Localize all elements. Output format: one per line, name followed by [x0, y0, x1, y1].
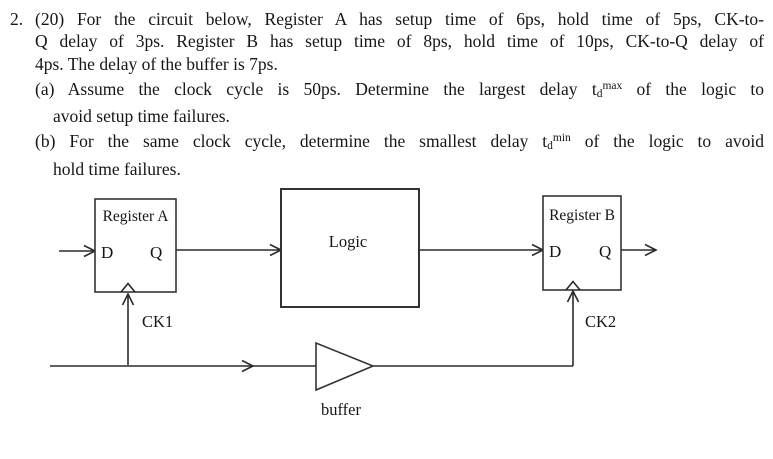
item-b-line-1: (b) For the same clock cycle, determine … [35, 127, 764, 157]
register-a-d-port: D [101, 243, 113, 262]
td-subscript-a: d [596, 87, 603, 100]
register-a-title: Register A [103, 208, 170, 225]
register-a-q-port: Q [150, 243, 162, 262]
register-b-title: Register B [549, 207, 615, 224]
item-b-cont-text: hold time failures. [53, 158, 181, 179]
problem-line-1: (20) For the circuit below, Register A h… [35, 8, 764, 30]
arrowhead-clock-line [241, 359, 255, 373]
problem-line-3: 4ps. The delay of the buffer is 7ps. [35, 53, 764, 75]
item-a-text: Assume the clock cycle is 50ps. Determin… [67, 78, 597, 99]
item-b-line-2: hold time failures. [35, 158, 764, 180]
item-a-text-end: of the logic to [622, 78, 764, 99]
buffer-triangle-icon [315, 341, 376, 392]
item-a-line-1: (a) Assume the clock cycle is 50ps. Dete… [35, 75, 764, 105]
register-b-q-port: Q [599, 242, 611, 261]
register-b-d-port: D [549, 242, 561, 261]
item-a-line-2: avoid setup time failures. [35, 105, 764, 127]
logic-box [280, 188, 420, 308]
register-a-box [94, 198, 177, 293]
problem-number: 2. [10, 9, 24, 29]
buffer-label: buffer [321, 400, 362, 419]
ck1-label: CK1 [142, 312, 173, 331]
line3-text: 4ps. The delay of the buffer is 7ps. [35, 53, 278, 74]
register-b-clock-notch-icon [565, 280, 581, 291]
problem-line-2: Q delay of 3ps. Register B has setup tim… [35, 30, 764, 52]
register-b-box [542, 195, 622, 291]
item-b-text: For the same clock cycle, determine the … [69, 131, 548, 152]
logic-label: Logic [329, 232, 368, 251]
line1-text: (20) For the circuit below, Register A h… [35, 9, 764, 29]
problem-text: (20) For the circuit below, Register A h… [35, 8, 764, 180]
item-b-label: (b) [35, 131, 56, 152]
ck2-label: CK2 [585, 312, 616, 331]
arrowhead-register-b-output [644, 243, 658, 257]
td-subscript-b: d [547, 140, 553, 153]
register-a-clock-notch-icon [120, 282, 136, 293]
item-b-text-end: of the logic to avoid [570, 131, 764, 152]
arrowhead-ck1-up [121, 292, 135, 306]
td-min-superscript: min [552, 132, 571, 145]
item-a-label: (a) [35, 78, 55, 99]
line2-text: Q delay of 3ps. Register B has setup tim… [35, 31, 764, 52]
item-a-cont-text: avoid setup time failures. [53, 106, 230, 127]
arrowhead-ck2-up [566, 289, 580, 303]
td-max-superscript: max [602, 79, 623, 92]
